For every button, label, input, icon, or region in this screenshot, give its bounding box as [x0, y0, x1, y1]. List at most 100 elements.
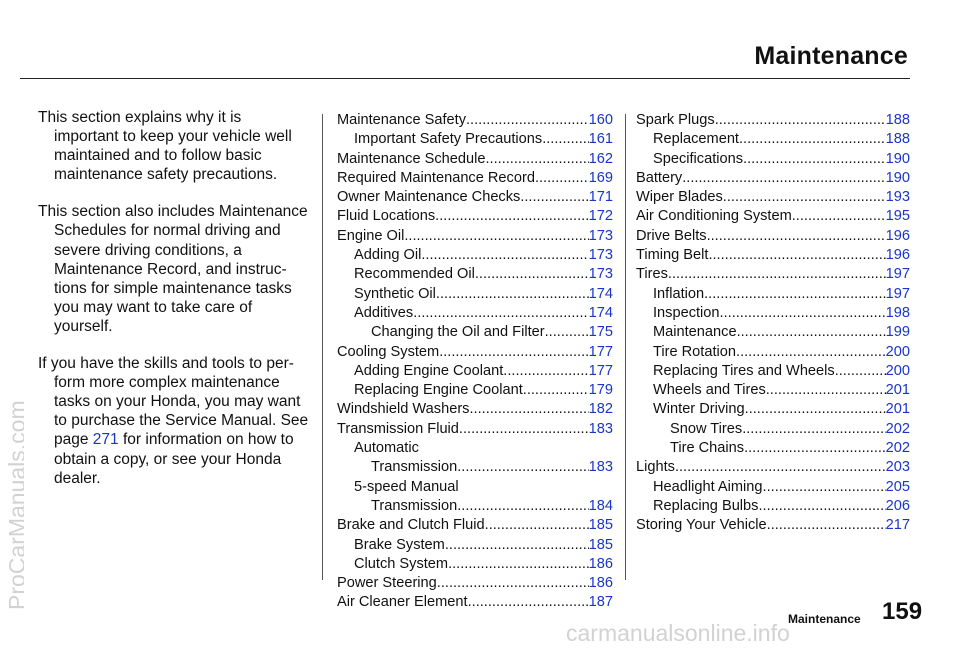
toc-page-link[interactable]: 183	[588, 459, 613, 476]
toc-page-link[interactable]: 202	[885, 440, 910, 457]
toc-entry[interactable]: Engine Oil173	[337, 227, 613, 246]
toc-page-link[interactable]: 161	[588, 131, 613, 148]
toc-page-link[interactable]: 196	[885, 247, 910, 264]
toc-page-link[interactable]: 173	[588, 247, 613, 264]
toc-page-link[interactable]: 175	[588, 324, 613, 341]
toc-entry[interactable]: Specifications190	[636, 150, 910, 169]
toc-entry[interactable]: Maintenance Safety160	[337, 111, 613, 130]
toc-page-link[interactable]: 186	[588, 555, 613, 572]
toc-entry[interactable]: Windshield Washers182	[337, 400, 613, 419]
toc-entry[interactable]: Snow Tires202	[636, 420, 910, 439]
toc-entry-title: Winter Driving	[653, 401, 745, 418]
toc-entry[interactable]: Air Conditioning System195	[636, 207, 910, 226]
toc-entry[interactable]: Tires197	[636, 265, 910, 284]
toc-page-link[interactable]: 195	[885, 208, 910, 225]
toc-entry[interactable]: Maintenance Schedule162	[337, 150, 613, 169]
toc-entry[interactable]: Replacing Engine Coolant179	[337, 381, 613, 400]
toc-page-link[interactable]: 177	[588, 343, 613, 360]
toc-entry[interactable]: Important Safety Precautions161	[337, 130, 613, 149]
toc-page-link[interactable]: 198	[885, 304, 910, 321]
toc-entry[interactable]: Power Steering 186	[337, 574, 613, 593]
toc-entry[interactable]: Transmission184	[337, 497, 613, 516]
toc-page-link[interactable]: 206	[885, 497, 910, 514]
toc-entry[interactable]: Transmission183	[337, 458, 613, 477]
toc-entry[interactable]: Maintenance199	[636, 323, 910, 342]
toc-page-link[interactable]: 173	[588, 227, 613, 244]
toc-page-link[interactable]: 217	[885, 517, 910, 534]
toc-entry[interactable]: Tire Rotation200	[636, 343, 910, 362]
toc-entry[interactable]: Cooling System177	[337, 343, 613, 362]
toc-entry[interactable]: Recommended Oil173	[337, 265, 613, 284]
toc-page-link[interactable]: 186	[588, 575, 613, 592]
toc-page-link[interactable]: 173	[588, 266, 613, 283]
toc-entry[interactable]: Drive Belts196	[636, 227, 910, 246]
toc-entry[interactable]: Changing the Oil and Filter175	[337, 323, 613, 342]
toc-page-link[interactable]: 184	[588, 497, 613, 514]
toc-page-link[interactable]: 197	[885, 266, 910, 283]
intro-paragraph: If you have the skills and tools to per-…	[38, 354, 310, 488]
page-271-link[interactable]: 271	[92, 431, 119, 449]
toc-entry[interactable]: Winter Driving 201	[636, 400, 910, 419]
toc-page-link[interactable]: 171	[588, 189, 613, 206]
toc-entry[interactable]: Spark Plugs188	[636, 111, 910, 130]
toc-entry[interactable]: Lights 203	[636, 458, 910, 477]
toc-entry[interactable]: Additives174	[337, 304, 613, 323]
dot-leader	[535, 169, 589, 188]
toc-page-link[interactable]: 187	[588, 594, 613, 611]
toc-entry[interactable]: Headlight Aiming205	[636, 478, 910, 497]
toc-page-link[interactable]: 196	[885, 227, 910, 244]
toc-entry[interactable]: Battery190	[636, 169, 910, 188]
toc-entry[interactable]: Owner Maintenance Checks171	[337, 188, 613, 207]
toc-page-link[interactable]: 201	[885, 401, 910, 418]
toc-page-link[interactable]: 185	[588, 536, 613, 553]
toc-page-link[interactable]: 174	[588, 285, 613, 302]
toc-entry[interactable]: Transmission Fluid183	[337, 420, 613, 439]
toc-entry[interactable]: Clutch System186	[337, 555, 613, 574]
toc-page-link[interactable]: 162	[588, 150, 613, 167]
toc-page-link[interactable]: 201	[885, 382, 910, 399]
toc-page-link[interactable]: 174	[588, 304, 613, 321]
toc-page-link[interactable]: 188	[885, 131, 910, 148]
toc-page-link[interactable]: 179	[588, 382, 613, 399]
toc-page-link[interactable]: 190	[885, 150, 910, 167]
dot-leader	[475, 265, 589, 284]
toc-page-link[interactable]: 190	[885, 169, 910, 186]
toc-entry[interactable]: Brake System185	[337, 536, 613, 555]
toc-entry[interactable]: Wheels and Tires201	[636, 381, 910, 400]
toc-page-link[interactable]: 169	[588, 169, 613, 186]
toc-page-link[interactable]: 172	[588, 208, 613, 225]
toc-entry[interactable]: Replacing Bulbs206	[636, 497, 910, 516]
toc-page-link[interactable]: 183	[588, 420, 613, 437]
toc-entry[interactable]: Replacement188	[636, 130, 910, 149]
toc-entry[interactable]: Required Maintenance Record169	[337, 169, 613, 188]
toc-page-link[interactable]: 200	[885, 343, 910, 360]
toc-entry[interactable]: Brake and Clutch Fluid185	[337, 516, 613, 535]
toc-entry[interactable]: Replacing Tires and Wheels200	[636, 362, 910, 381]
toc-page-link[interactable]: 185	[588, 517, 613, 534]
toc-entry[interactable]: Inflation197	[636, 285, 910, 304]
toc-entry[interactable]: Adding Engine Coolant177	[337, 362, 613, 381]
toc-entry[interactable]: Storing Your Vehicle217	[636, 516, 910, 535]
toc-page-link[interactable]: 197	[885, 285, 910, 302]
toc-page-link[interactable]: 188	[885, 112, 910, 128]
toc-entry[interactable]: Fluid Locations172	[337, 207, 613, 226]
toc-entry[interactable]: Timing Belt196	[636, 246, 910, 265]
toc-page-link[interactable]: 193	[885, 189, 910, 206]
toc-entry[interactable]: Adding Oil173	[337, 246, 613, 265]
toc-page-link[interactable]: 202	[885, 420, 910, 437]
toc-entry-title: Power Steering	[337, 575, 437, 592]
toc-entry-title: Lights	[636, 459, 675, 476]
toc-entry[interactable]: Wiper Blades193	[636, 188, 910, 207]
toc-page-link[interactable]: 182	[588, 401, 613, 418]
toc-page-link[interactable]: 203	[885, 459, 910, 476]
dot-leader	[459, 420, 589, 439]
toc-entry[interactable]: Air Cleaner Element187	[337, 593, 613, 612]
toc-entry[interactable]: Inspection198	[636, 304, 910, 323]
toc-page-link[interactable]: 199	[885, 324, 910, 341]
toc-page-link[interactable]: 200	[885, 362, 910, 379]
toc-entry[interactable]: Tire Chains202	[636, 439, 910, 458]
toc-page-link[interactable]: 205	[885, 478, 910, 495]
toc-page-link[interactable]: 177	[588, 362, 613, 379]
toc-page-link[interactable]: 160	[588, 112, 613, 128]
toc-entry[interactable]: Synthetic Oil174	[337, 285, 613, 304]
